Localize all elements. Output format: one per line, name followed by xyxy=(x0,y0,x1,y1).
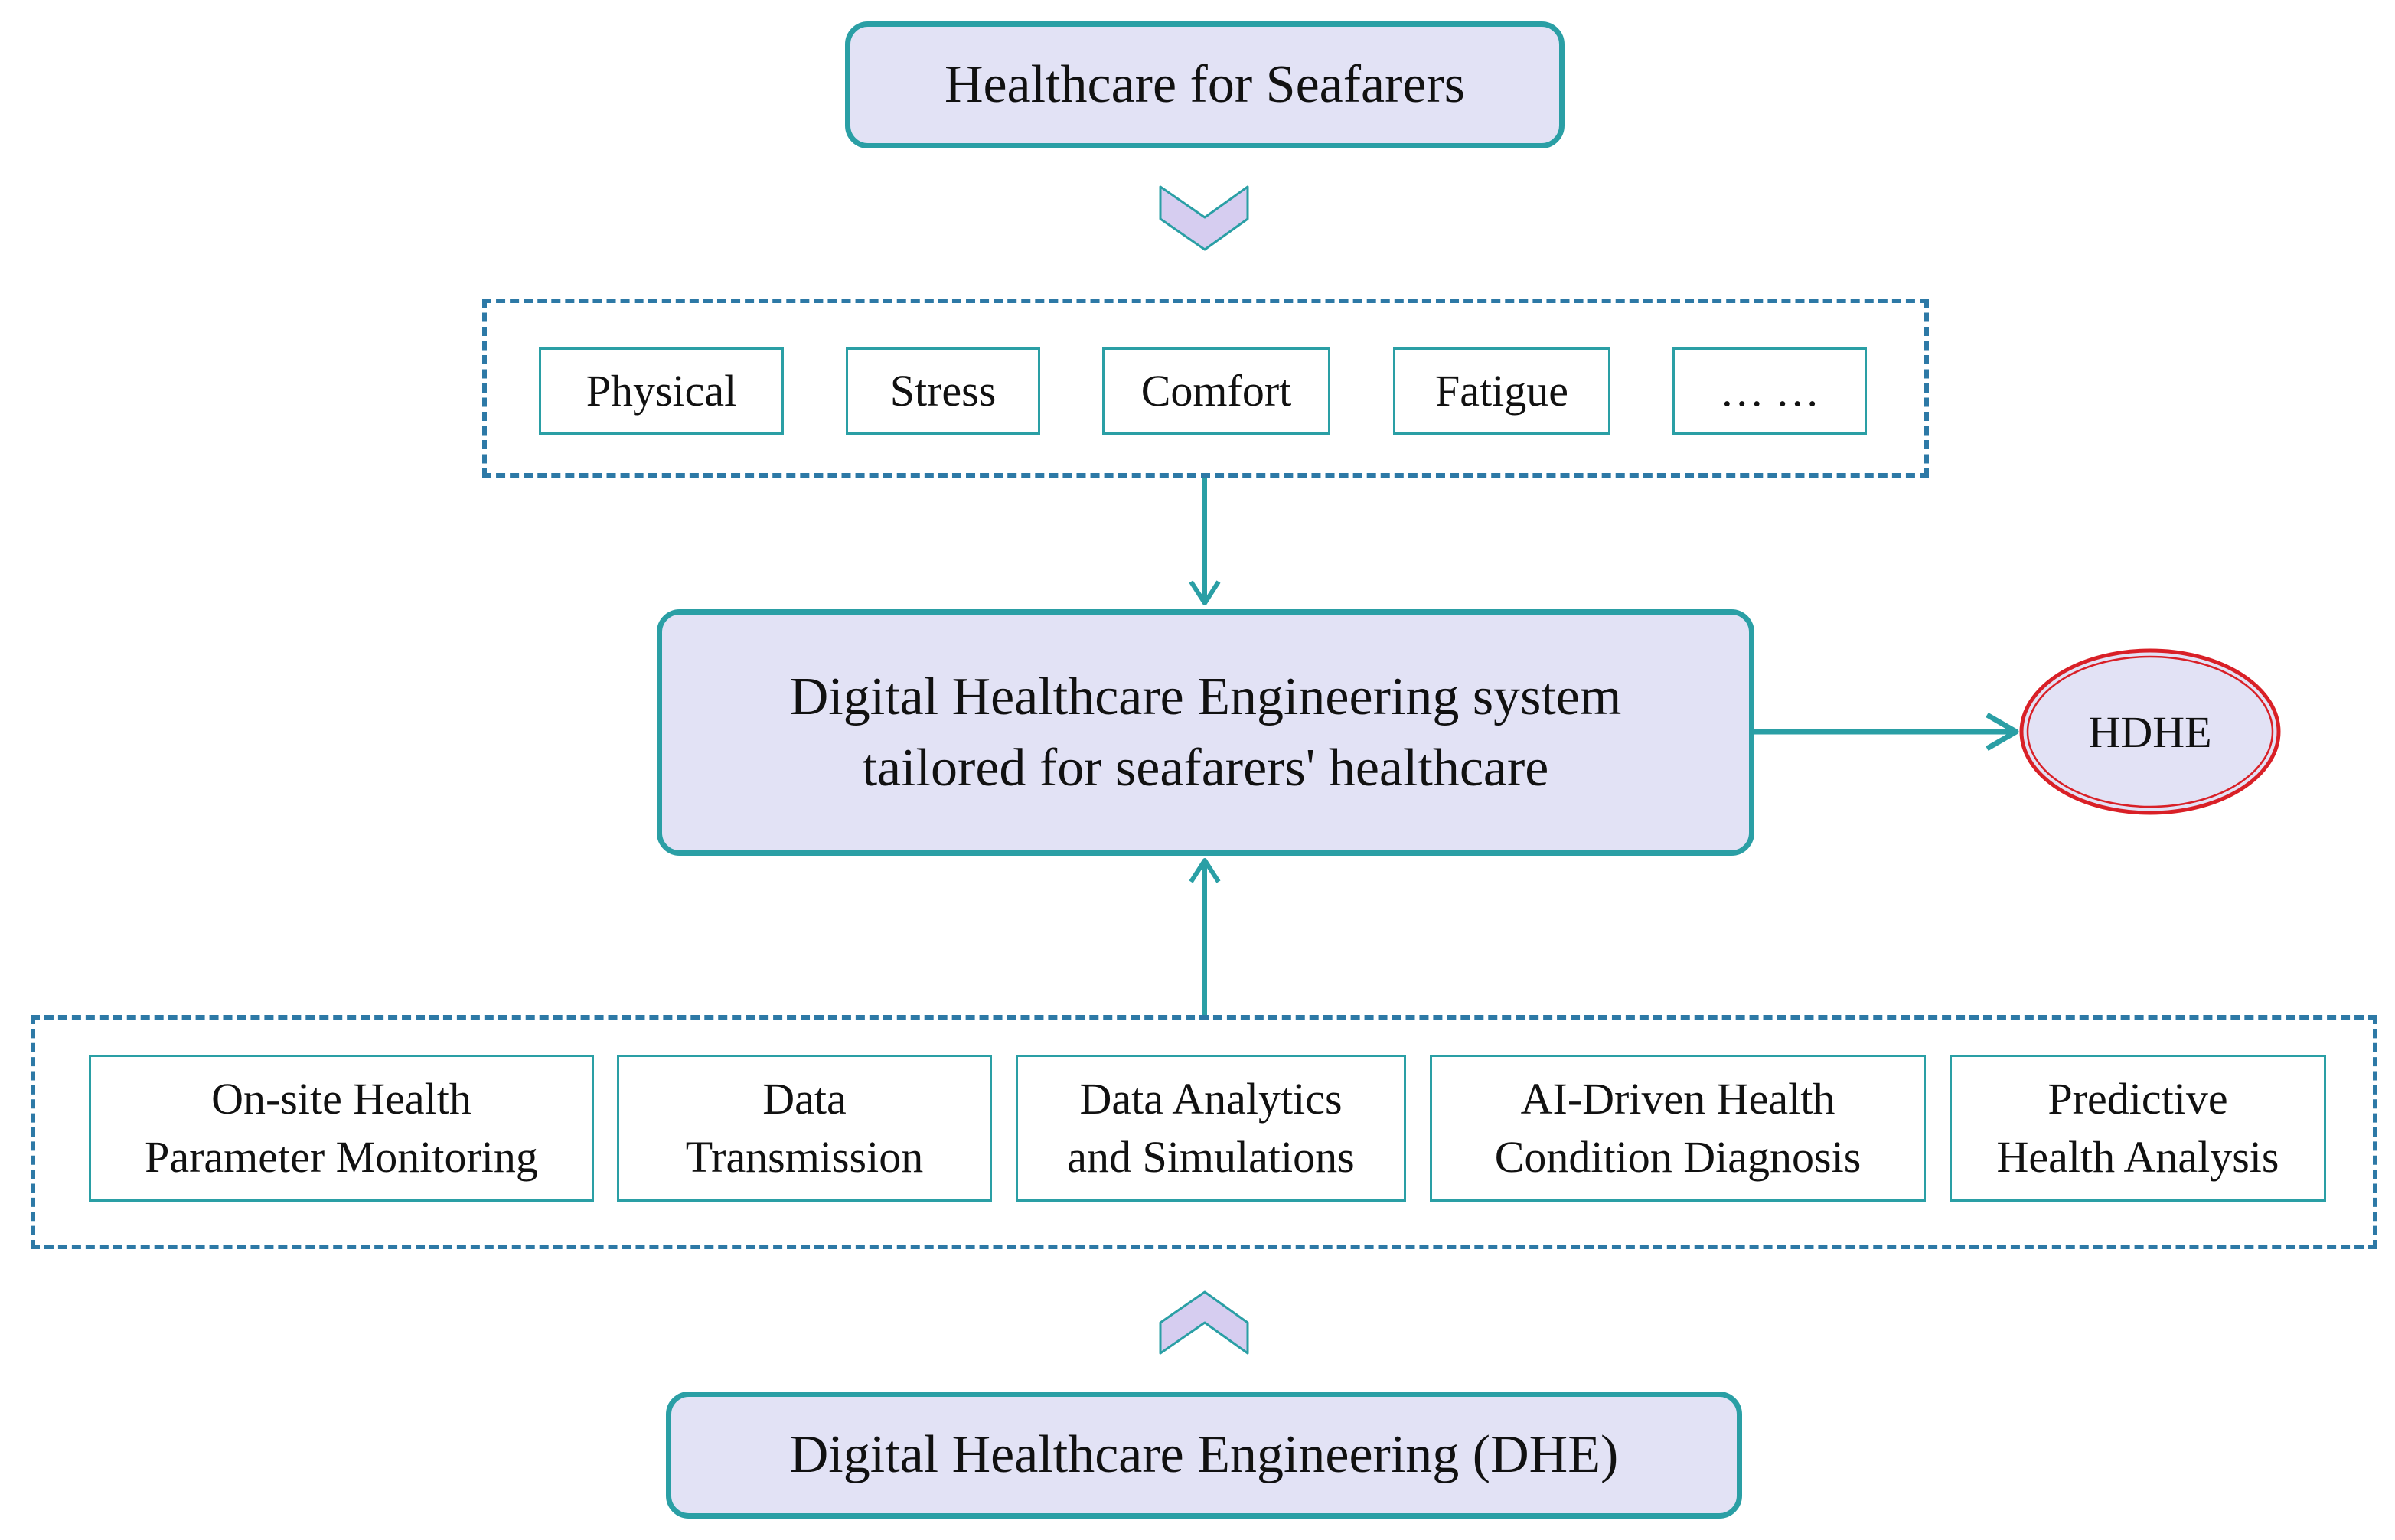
capability-line2: and Simulations xyxy=(1067,1132,1355,1182)
challenge-more: … … xyxy=(1672,347,1867,435)
challenge-label: Comfort xyxy=(1140,366,1292,416)
capability-line1: On-site Health xyxy=(211,1074,471,1124)
capability-line1: Data xyxy=(762,1074,847,1124)
dhe-system-box: Digital Healthcare Engineering system ta… xyxy=(657,609,1754,856)
chevron-down-icon xyxy=(1159,185,1249,251)
capability-line2: Condition Diagnosis xyxy=(1494,1132,1862,1182)
dhe-system-line1: Digital Healthcare Engineering system xyxy=(789,667,1622,726)
challenge-stress: Stress xyxy=(846,347,1040,435)
capability-line1: Predictive xyxy=(2047,1074,2228,1124)
dhe-foundation-box: Digital Healthcare Engineering (DHE) xyxy=(666,1392,1742,1519)
arrowhead-up xyxy=(1189,858,1221,883)
challenge-fatigue: Fatigue xyxy=(1393,347,1610,435)
hdhe-oval-inner xyxy=(2026,655,2274,808)
capability-line1: Data Analytics xyxy=(1079,1074,1343,1124)
dhe-system-label: Digital Healthcare Engineering system ta… xyxy=(790,661,1622,804)
hdhe-node: HDHE xyxy=(2021,651,2279,813)
capability-line2: Parameter Monitoring xyxy=(145,1132,538,1182)
arrowhead-right xyxy=(1986,712,2019,752)
challenge-physical: Physical xyxy=(539,347,784,435)
capability-onsite-monitoring: On-site Health Parameter Monitoring xyxy=(89,1055,594,1202)
capability-label: Data Transmission xyxy=(686,1070,924,1186)
dhe-foundation-label: Digital Healthcare Engineering (DHE) xyxy=(789,1425,1619,1484)
capability-data-analytics: Data Analytics and Simulations xyxy=(1016,1055,1406,1202)
capability-predictive-analysis: Predictive Health Analysis xyxy=(1950,1055,2326,1202)
healthcare-for-seafarers-label: Healthcare for Seafarers xyxy=(944,55,1466,114)
challenge-comfort: Comfort xyxy=(1102,347,1330,435)
hdhe-label: HDHE xyxy=(2088,706,2212,757)
capabilities-group xyxy=(31,1015,2377,1249)
capability-line1: AI-Driven Health xyxy=(1520,1074,1835,1124)
challenge-label: … … xyxy=(1719,366,1820,416)
capability-label: AI-Driven Health Condition Diagnosis xyxy=(1495,1070,1862,1186)
capability-line2: Health Analysis xyxy=(1996,1132,2279,1182)
capability-ai-diagnosis: AI-Driven Health Condition Diagnosis xyxy=(1430,1055,1926,1202)
capability-label: On-site Health Parameter Monitoring xyxy=(145,1070,538,1186)
dhe-system-line2: tailored for seafarers' healthcare xyxy=(862,739,1549,798)
capability-label: Predictive Health Analysis xyxy=(1997,1070,2279,1186)
capability-label: Data Analytics and Simulations xyxy=(1067,1070,1354,1186)
challenge-label: Physical xyxy=(586,366,737,416)
hdhe-oval-outer xyxy=(2019,648,2281,815)
challenge-label: Stress xyxy=(889,366,997,416)
arrowhead-down xyxy=(1189,580,1221,605)
healthcare-for-seafarers-box: Healthcare for Seafarers xyxy=(845,21,1565,148)
capability-data-transmission: Data Transmission xyxy=(617,1055,992,1202)
chevron-up-icon xyxy=(1159,1290,1249,1355)
challenge-label: Fatigue xyxy=(1435,366,1568,416)
challenges-group xyxy=(482,299,1929,478)
capability-line2: Transmission xyxy=(685,1132,924,1182)
